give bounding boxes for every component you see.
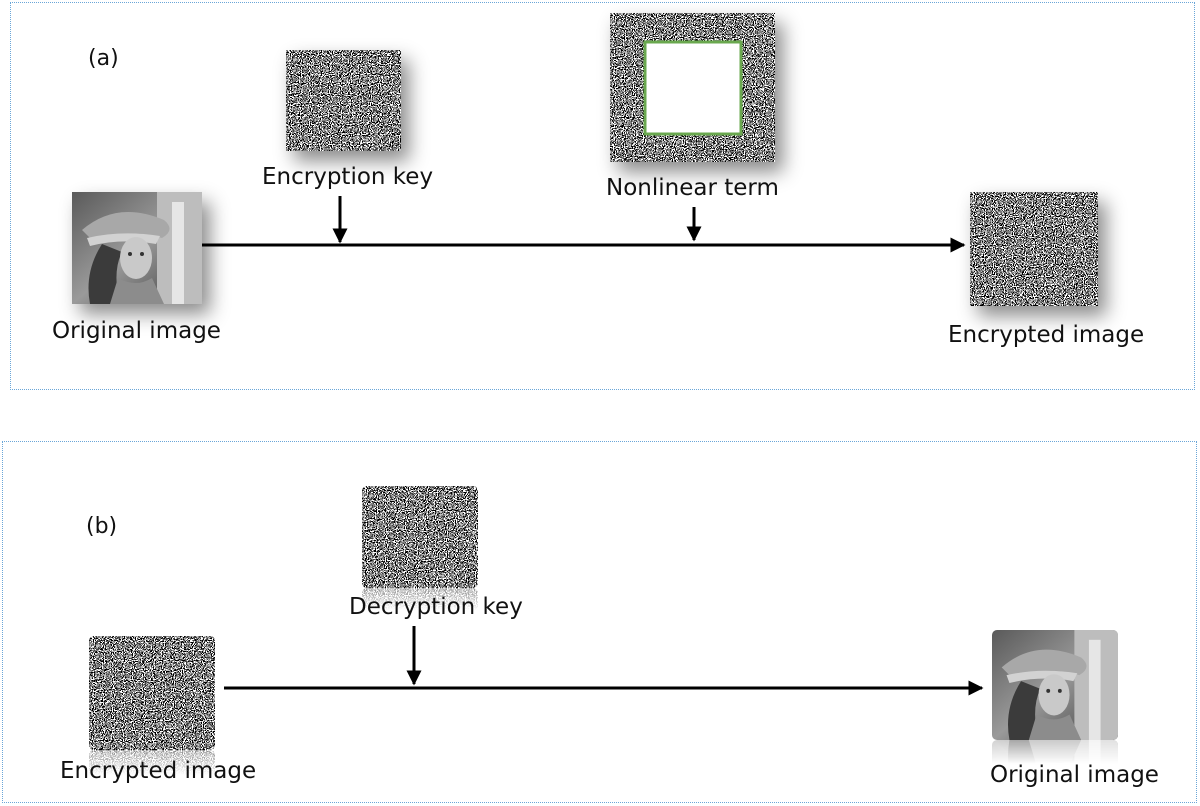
decryption-key-caption: Decryption key bbox=[349, 594, 523, 620]
noise-pattern-icon bbox=[362, 486, 478, 588]
panel-b-label: (b) bbox=[86, 514, 118, 539]
encrypted-image-b bbox=[89, 636, 215, 750]
encrypted-image-caption-b: Encrypted image bbox=[60, 758, 257, 784]
encrypted-image-caption-a: Encrypted image bbox=[948, 322, 1145, 348]
noise-pattern-with-window-icon bbox=[610, 13, 775, 162]
encryption-key-caption: Encryption key bbox=[262, 164, 434, 190]
portrait-photo-icon bbox=[992, 630, 1118, 740]
original-image-caption-a: Original image bbox=[52, 318, 221, 344]
noise-pattern-icon bbox=[89, 636, 215, 750]
nonlinear-term-image bbox=[610, 13, 775, 162]
original-image-caption-b: Original image bbox=[990, 762, 1159, 788]
panel-b-decryption bbox=[2, 441, 1197, 803]
encryption-key-image bbox=[286, 50, 401, 151]
noise-pattern-icon bbox=[286, 50, 401, 151]
original-image-a bbox=[72, 192, 202, 304]
original-image-b bbox=[992, 630, 1118, 740]
noise-pattern-icon bbox=[970, 192, 1098, 306]
encrypted-image-a bbox=[970, 192, 1098, 306]
nonlinear-term-caption: Nonlinear term bbox=[606, 175, 779, 201]
decryption-key-image bbox=[362, 486, 478, 588]
portrait-photo-icon bbox=[72, 192, 202, 304]
panel-a-label: (a) bbox=[88, 46, 119, 71]
panel-a-encryption bbox=[10, 2, 1195, 390]
